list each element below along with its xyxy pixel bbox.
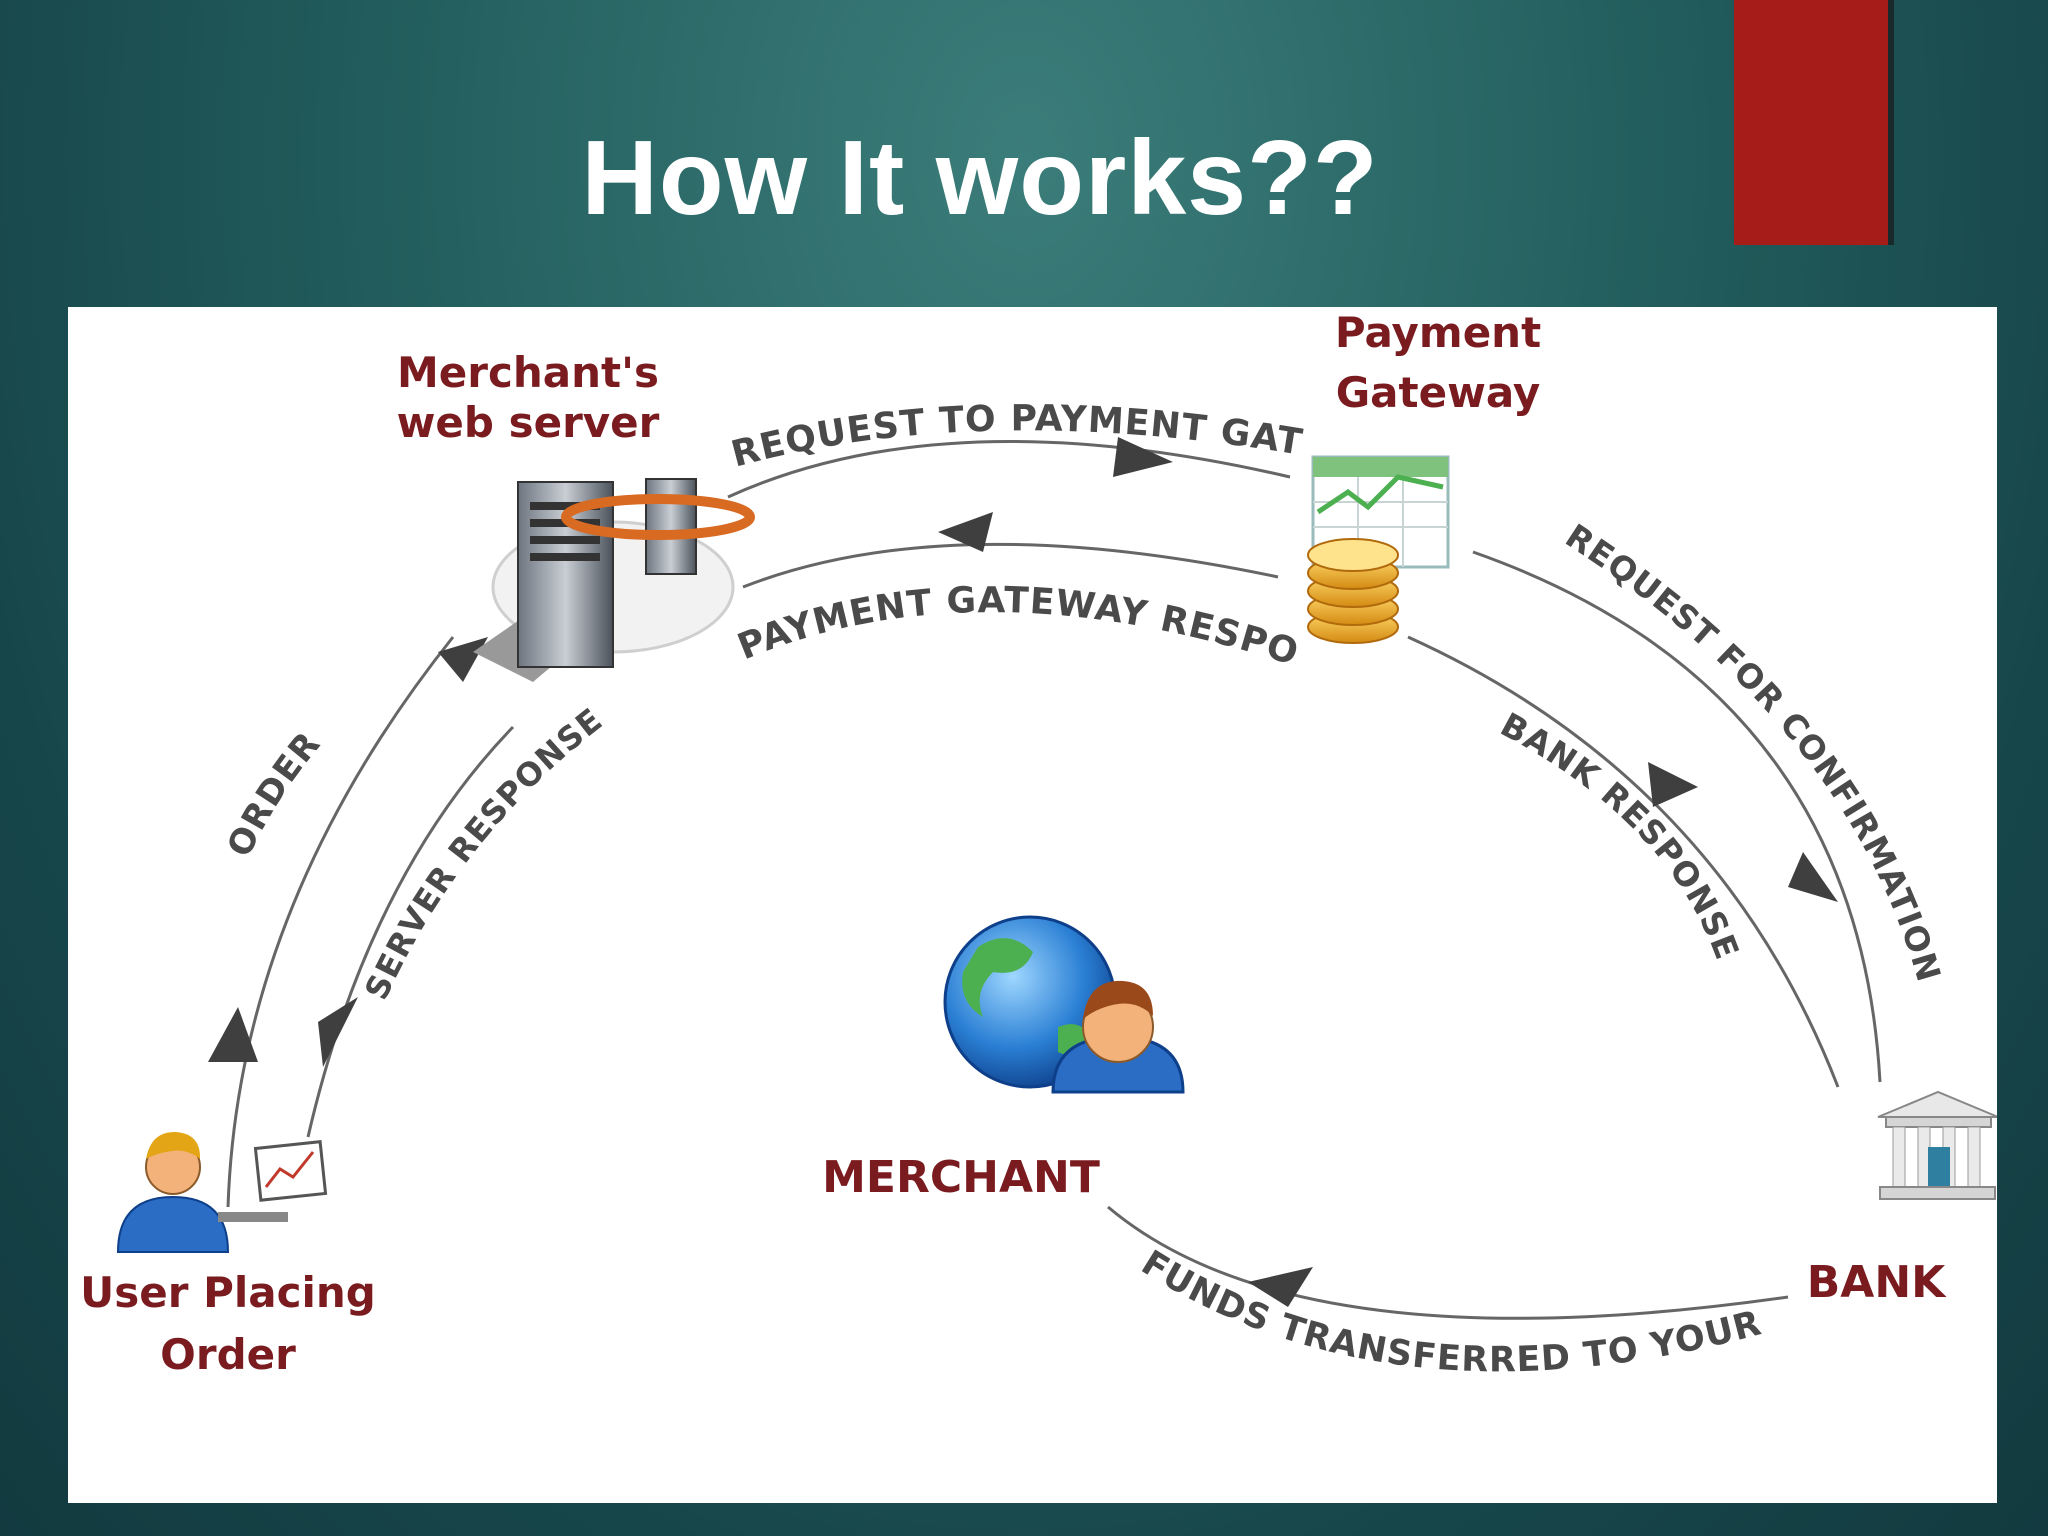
globe-person-icon <box>943 915 1185 1094</box>
arrow-request-gateway <box>1113 437 1173 477</box>
server-icon <box>473 478 755 682</box>
arc-request-confirmation <box>1472 550 1882 1083</box>
arrowheads <box>208 437 1838 1307</box>
merchant-server-label-line2: web server <box>397 398 660 447</box>
flow-label-bank-response: BANK RESPONSE <box>1494 705 1747 965</box>
arrow-order <box>438 637 488 682</box>
arc-server-response <box>306 725 515 1138</box>
payment-flow-diagram: ORDER SERVER RESPONSE REQUEST TO PAYMENT… <box>68 307 1997 1380</box>
arc-order <box>226 636 455 1208</box>
arrow-order-up <box>208 1007 258 1062</box>
arrow-funds <box>1248 1267 1313 1307</box>
slide-title: How It works?? <box>581 119 1379 237</box>
flow-label-funds-transferred: FUNDS TRANSFERRED TO YOUR A/C <box>68 307 1766 1380</box>
arc-request-gateway <box>727 439 1291 499</box>
arrow-bank-response <box>1648 762 1698 807</box>
payment-gateway-label-line2: Gateway <box>1336 368 1541 417</box>
arrow-gateway-response <box>938 512 993 552</box>
bank-icon <box>1877 1090 1997 1200</box>
user-label-line1: User Placing <box>80 1268 376 1317</box>
merchant-label: MERCHANT <box>822 1152 1100 1203</box>
gateway-coins-icon <box>1307 455 1450 644</box>
flow-arcs <box>226 439 1882 1320</box>
flow-label-request-confirmation: REQUEST FOR CONFIRMATION <box>1559 516 1949 987</box>
arrow-server-response <box>318 997 358 1067</box>
flow-label-server-response: SERVER RESPONSE <box>357 700 610 1005</box>
accent-bar <box>1734 0 1888 245</box>
flow-label-order: ORDER <box>219 724 328 863</box>
user-label-line2: Order <box>160 1330 296 1379</box>
user-computer-icon <box>116 1131 328 1253</box>
payment-gateway-label-line1: Payment <box>1335 308 1541 357</box>
merchant-server-label-line1: Merchant's <box>397 348 659 397</box>
arc-bank-response <box>1407 635 1840 1088</box>
diagram-panel: ORDER SERVER RESPONSE REQUEST TO PAYMENT… <box>68 307 1997 1503</box>
bank-label: BANK <box>1807 1257 1947 1308</box>
arrow-request-confirmation <box>1788 852 1838 902</box>
arc-funds <box>1107 1205 1789 1320</box>
